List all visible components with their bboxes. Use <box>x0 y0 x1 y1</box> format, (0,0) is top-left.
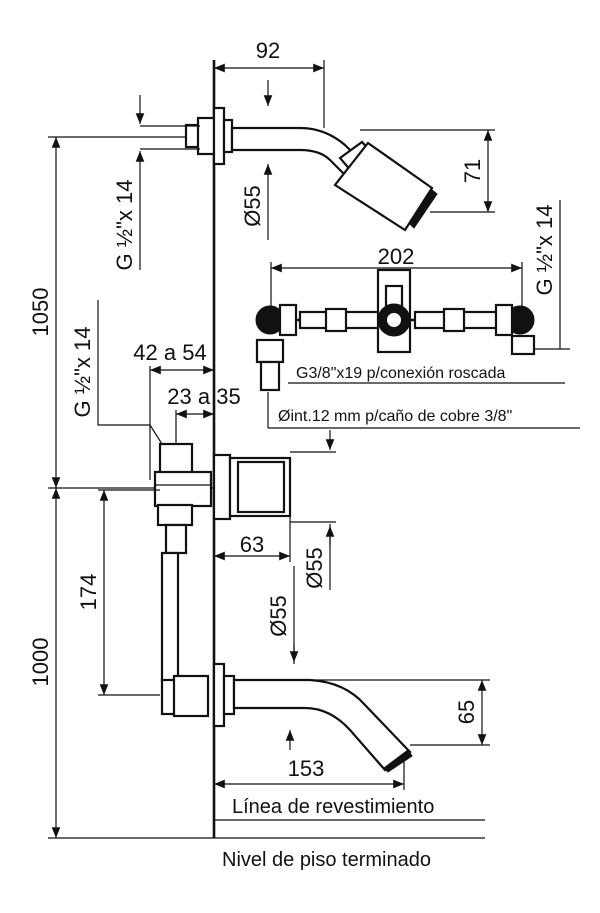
mixer-side-view <box>153 442 292 683</box>
dim-71: 71 <box>460 159 485 183</box>
thread-mid-label: G ½"x 14 <box>70 327 95 418</box>
thread-top-label: G ½"x 14 <box>112 180 137 271</box>
note-revestimiento: Línea de revestimiento <box>232 796 434 818</box>
dim-23a35: 23 a 35 <box>167 384 240 409</box>
dim-174: 174 <box>76 574 101 611</box>
dim-202: 202 <box>378 244 415 269</box>
shower-head <box>333 141 438 232</box>
dim-42a54: 42 a 54 <box>133 340 206 365</box>
dia55-mid: Ø55 <box>302 547 327 589</box>
dim-153: 153 <box>288 756 325 781</box>
shower-arm <box>184 106 377 177</box>
dim-1050: 1050 <box>28 288 53 337</box>
dim-92: 92 <box>256 38 280 63</box>
thread-right-label: G ½"x 14 <box>532 205 557 296</box>
dia55-top: Ø55 <box>240 185 265 227</box>
note-g38: G3/8"x19 p/conexión roscada <box>296 365 505 382</box>
valve-body-top-view <box>255 268 536 392</box>
note-piso: Nivel de piso terminado <box>222 849 431 871</box>
dim-65: 65 <box>454 700 479 724</box>
note-copper: Øint.12 mm p/caño de cobre 3/8" <box>278 408 512 425</box>
dia55-low: Ø55 <box>266 595 291 637</box>
dim-1000: 1000 <box>28 638 53 687</box>
dim-63: 63 <box>240 532 264 557</box>
bath-spout <box>160 662 413 773</box>
